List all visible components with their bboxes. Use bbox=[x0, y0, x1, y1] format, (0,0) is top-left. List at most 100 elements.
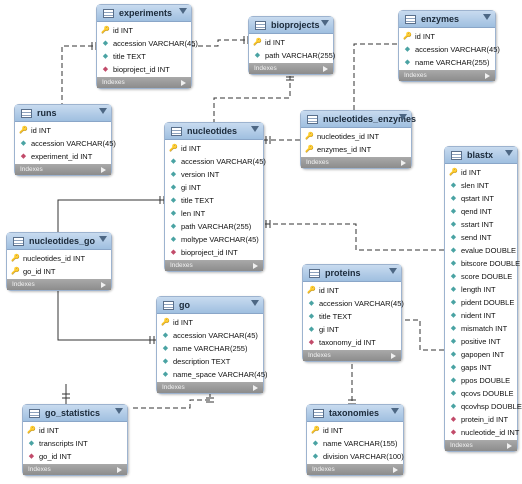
column-row[interactable]: ◆accession VARCHAR(45) bbox=[97, 37, 198, 50]
table-header[interactable]: runs bbox=[15, 105, 111, 122]
indexes-bar[interactable]: Indexes bbox=[445, 440, 517, 451]
column-row[interactable]: 🔑id INT bbox=[97, 24, 191, 37]
column-row[interactable]: ◆gi INT bbox=[303, 323, 401, 336]
column-row[interactable]: ◆protein_id INT bbox=[445, 413, 517, 426]
column-row[interactable]: ◆name VARCHAR(255) bbox=[399, 56, 495, 69]
collapse-arrow-icon[interactable] bbox=[391, 408, 399, 414]
indexes-bar[interactable]: Indexes bbox=[307, 464, 403, 475]
table-header[interactable]: enzymes bbox=[399, 11, 495, 28]
expand-arrow-icon[interactable] bbox=[485, 73, 490, 79]
collapse-arrow-icon[interactable] bbox=[399, 114, 407, 120]
column-row[interactable]: ◆accession VARCHAR(45) bbox=[165, 155, 266, 168]
expand-arrow-icon[interactable] bbox=[101, 282, 106, 288]
collapse-arrow-icon[interactable] bbox=[179, 8, 187, 14]
table-experiments[interactable]: experiments 🔑id INT◆accession VARCHAR(45)… bbox=[96, 4, 198, 89]
column-row[interactable]: ◆pident DOUBLE bbox=[445, 296, 517, 309]
column-row[interactable]: ◆title TEXT bbox=[97, 50, 191, 63]
column-row[interactable]: 🔑id INT bbox=[249, 36, 333, 49]
collapse-arrow-icon[interactable] bbox=[505, 150, 513, 156]
column-row[interactable]: ◆send INT bbox=[445, 231, 517, 244]
column-row[interactable]: ◆name VARCHAR(255) bbox=[157, 342, 263, 355]
column-row[interactable]: ◆len INT bbox=[165, 207, 263, 220]
table-header[interactable]: taxonomies bbox=[307, 405, 403, 422]
column-row[interactable]: 🔑nucleotides_id INT bbox=[7, 252, 111, 265]
table-header[interactable]: blastx bbox=[445, 147, 517, 164]
column-row[interactable]: ◆description TEXT bbox=[157, 355, 263, 368]
collapse-arrow-icon[interactable] bbox=[115, 408, 123, 414]
expand-arrow-icon[interactable] bbox=[401, 160, 406, 166]
expand-arrow-icon[interactable] bbox=[391, 353, 396, 359]
indexes-bar[interactable]: Indexes bbox=[15, 164, 111, 175]
column-row[interactable]: ◆accession VARCHAR(45) bbox=[157, 329, 263, 342]
column-row[interactable]: ◆accession VARCHAR(45) bbox=[303, 297, 404, 310]
collapse-arrow-icon[interactable] bbox=[251, 126, 259, 132]
table-header[interactable]: proteins bbox=[303, 265, 401, 282]
column-row[interactable]: ◆accession VARCHAR(45) bbox=[15, 137, 116, 150]
table-taxonomies[interactable]: taxonomies🔑id INT◆name VARCHAR(155)◆divi… bbox=[306, 404, 404, 476]
column-row[interactable]: 🔑id INT bbox=[23, 424, 127, 437]
column-row[interactable]: 🔑id INT bbox=[165, 142, 263, 155]
column-row[interactable]: 🔑id INT bbox=[157, 316, 263, 329]
expand-arrow-icon[interactable] bbox=[507, 443, 512, 449]
table-header[interactable]: nucleotides_go bbox=[7, 233, 111, 250]
column-row[interactable]: 🔑id INT bbox=[445, 166, 517, 179]
column-row[interactable]: ◆taxonomy_id INT bbox=[303, 336, 401, 349]
collapse-arrow-icon[interactable] bbox=[251, 300, 259, 306]
indexes-bar[interactable]: Indexes bbox=[303, 350, 401, 361]
column-row[interactable]: ◆division VARCHAR(100) bbox=[307, 450, 404, 463]
table-header[interactable]: nucleotides_enzymes bbox=[301, 111, 416, 128]
table-blastx[interactable]: blastx 🔑id INT◆slen INT◆qstart INT◆qend I… bbox=[444, 146, 522, 452]
column-row[interactable]: 🔑nucleotides_id INT bbox=[301, 130, 411, 143]
column-row[interactable]: ◆sstart INT bbox=[445, 218, 517, 231]
column-row[interactable]: ◆qcovs DOUBLE bbox=[445, 387, 517, 400]
column-row[interactable]: ◆experiment_id INT bbox=[15, 150, 111, 163]
table-nucleotides[interactable]: nucleotides🔑id INT◆accession VARCHAR(45)… bbox=[164, 122, 266, 272]
indexes-bar[interactable]: Indexes bbox=[165, 260, 263, 271]
table-header[interactable]: experiments bbox=[97, 5, 191, 22]
column-row[interactable]: 🔑id INT bbox=[15, 124, 111, 137]
column-row[interactable]: ◆slen INT bbox=[445, 179, 517, 192]
collapse-arrow-icon[interactable] bbox=[99, 236, 107, 242]
column-row[interactable]: 🔑go_id INT bbox=[7, 265, 111, 278]
column-row[interactable]: ◆qend INT bbox=[445, 205, 517, 218]
column-row[interactable]: ◆qcovhsp DOUBLE bbox=[445, 400, 522, 413]
column-row[interactable]: ◆evalue DOUBLE bbox=[445, 244, 517, 257]
indexes-bar[interactable]: Indexes bbox=[399, 70, 495, 81]
column-row[interactable]: ◆nident INT bbox=[445, 309, 517, 322]
table-header[interactable]: go bbox=[157, 297, 263, 314]
column-row[interactable]: ◆moltype VARCHAR(45) bbox=[165, 233, 263, 246]
table-runs[interactable]: runs 🔑id INT◆accession VARCHAR(45)◆experi… bbox=[14, 104, 116, 176]
column-row[interactable]: ◆name_space VARCHAR(45) bbox=[157, 368, 268, 381]
column-row[interactable]: ◆mismatch INT bbox=[445, 322, 517, 335]
table-go[interactable]: go 🔑id INT◆accession VARCHAR(45)◆name VAR… bbox=[156, 296, 268, 394]
indexes-bar[interactable]: Indexes bbox=[97, 77, 191, 88]
table-nucleotides-go[interactable]: nucleotides_go 🔑nucleotides_id INT🔑go_id … bbox=[6, 232, 112, 291]
expand-arrow-icon[interactable] bbox=[253, 385, 258, 391]
column-row[interactable]: ◆bitscore DOUBLE bbox=[445, 257, 520, 270]
column-row[interactable]: 🔑id INT bbox=[399, 30, 495, 43]
column-row[interactable]: ◆title TEXT bbox=[303, 310, 401, 323]
column-row[interactable]: ◆version INT bbox=[165, 168, 263, 181]
column-row[interactable]: ◆length INT bbox=[445, 283, 517, 296]
table-header[interactable]: bioprojects bbox=[249, 17, 333, 34]
collapse-arrow-icon[interactable] bbox=[99, 108, 107, 114]
column-row[interactable]: ◆qstart INT bbox=[445, 192, 517, 205]
column-row[interactable]: 🔑id INT bbox=[303, 284, 401, 297]
expand-arrow-icon[interactable] bbox=[181, 80, 186, 86]
collapse-arrow-icon[interactable] bbox=[321, 20, 329, 26]
indexes-bar[interactable]: Indexes bbox=[157, 382, 263, 393]
expand-arrow-icon[interactable] bbox=[253, 263, 258, 269]
table-bioprojects[interactable]: bioprojects 🔑id INT◆path VARCHAR(255)Inde… bbox=[248, 16, 336, 75]
collapse-arrow-icon[interactable] bbox=[389, 268, 397, 274]
column-row[interactable]: ◆gapopen INT bbox=[445, 348, 517, 361]
column-row[interactable]: ◆bioproject_id INT bbox=[165, 246, 263, 259]
table-nucleotides-enzymes[interactable]: nucleotides_enzymes 🔑nucleotides_id INT🔑e… bbox=[300, 110, 416, 169]
column-row[interactable]: ◆score DOUBLE bbox=[445, 270, 517, 283]
column-row[interactable]: ◆path VARCHAR(255) bbox=[249, 49, 336, 62]
expand-arrow-icon[interactable] bbox=[101, 167, 106, 173]
expand-arrow-icon[interactable] bbox=[323, 66, 328, 72]
indexes-bar[interactable]: Indexes bbox=[249, 63, 333, 74]
indexes-bar[interactable]: Indexes bbox=[23, 464, 127, 475]
indexes-bar[interactable]: Indexes bbox=[301, 157, 411, 168]
column-row[interactable]: 🔑enzymes_id INT bbox=[301, 143, 411, 156]
